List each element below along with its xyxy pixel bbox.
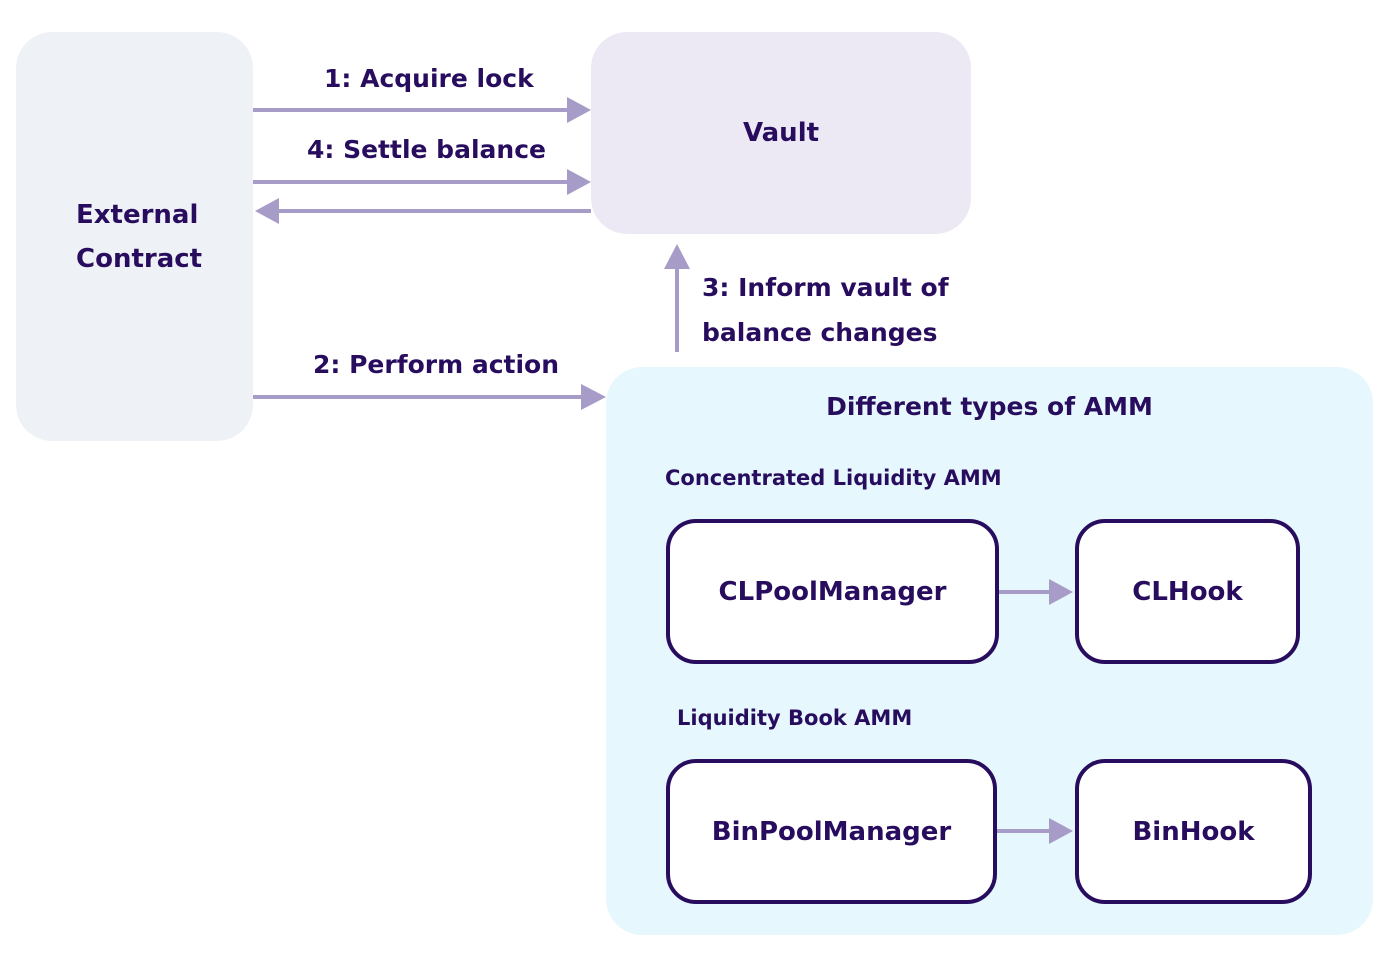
cl-hook-node: CLHook bbox=[1075, 519, 1300, 664]
bin-pool-manager-node: BinPoolManager bbox=[666, 759, 997, 904]
bin-arrowhead bbox=[1049, 818, 1073, 844]
bin-pool-manager-label: BinPoolManager bbox=[711, 816, 952, 847]
cl-pool-manager-label: CLPoolManager bbox=[718, 576, 947, 607]
cl-section-label: Concentrated Liquidity AMM bbox=[665, 466, 1002, 490]
acquire-lock-arrowhead bbox=[567, 97, 591, 123]
perform-action-arrowhead bbox=[581, 384, 606, 410]
settle-balance-label: 4: Settle balance bbox=[307, 135, 546, 164]
inform-vault-arrowhead bbox=[664, 244, 690, 269]
vault-label: Vault bbox=[742, 118, 820, 148]
lb-section-label: Liquidity Book AMM bbox=[677, 706, 913, 730]
inform-vault-label-line1: 3: Inform vault of bbox=[702, 273, 949, 302]
external-contract-label-line2: Contract bbox=[76, 243, 203, 274]
perform-action-label: 2: Perform action bbox=[313, 350, 560, 379]
vault-box: Vault bbox=[591, 32, 971, 234]
external-contract-label-line1: External bbox=[76, 199, 199, 230]
bin-hook-label: BinHook bbox=[1132, 816, 1255, 847]
cl-hook-label: CLHook bbox=[1132, 576, 1243, 607]
settle-balance-arrowhead bbox=[567, 169, 591, 195]
acquire-lock-label: 1: Acquire lock bbox=[324, 64, 534, 93]
cl-pool-manager-node: CLPoolManager bbox=[666, 519, 999, 664]
return-arrowhead bbox=[255, 198, 279, 224]
amm-title: Different types of AMM bbox=[826, 392, 1153, 421]
inform-vault-label-line2: balance changes bbox=[702, 318, 938, 347]
bin-hook-node: BinHook bbox=[1075, 759, 1312, 904]
external-contract-box: External Contract bbox=[16, 32, 253, 441]
cl-arrowhead bbox=[1049, 579, 1073, 605]
